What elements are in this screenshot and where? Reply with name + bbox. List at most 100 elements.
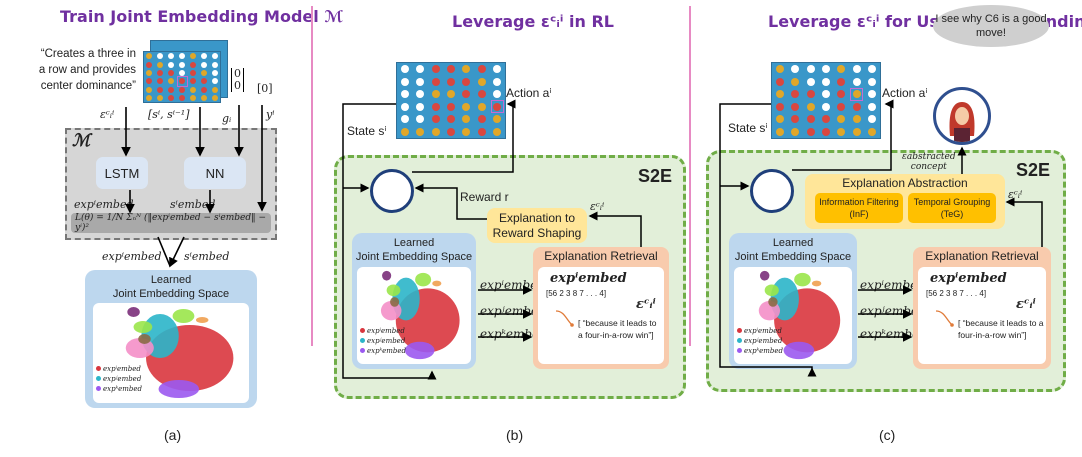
state-label-c: State sⁱ: [728, 121, 768, 135]
cluster: [759, 270, 770, 281]
arrow-merge-left: [157, 236, 171, 267]
board-piece: [868, 115, 877, 124]
board-piece: [868, 102, 877, 111]
cluster: [195, 317, 209, 323]
caption-c: (c): [879, 427, 896, 443]
cluster: [386, 284, 401, 297]
board-piece: [179, 86, 185, 93]
board-piece: [431, 77, 440, 86]
board-piece: [400, 127, 409, 136]
board-piece: [806, 77, 815, 86]
epsilon-label-b: εᶜᵢⁱ: [590, 200, 605, 213]
board-piece: [168, 69, 175, 76]
board-piece: [791, 102, 800, 111]
label-vector: [0]: [257, 82, 273, 95]
board-piece: [852, 115, 861, 124]
robot-agent-icon-c: [750, 169, 794, 213]
nn-block: NN: [184, 157, 246, 189]
board-piece: [211, 61, 218, 68]
user-avatar-icon: [933, 87, 991, 145]
board-piece: [179, 69, 185, 76]
board-piece: [211, 86, 218, 93]
board-piece: [837, 102, 846, 111]
action-highlight: [176, 75, 188, 87]
board-piece: [806, 90, 815, 99]
s2e-label-c: S2E: [1016, 160, 1051, 180]
action-label-c: Action aⁱ: [882, 86, 928, 100]
board-piece: [493, 90, 502, 99]
panel-b-arrows: [342, 99, 642, 380]
board-piece: [806, 115, 815, 124]
board-piece: [189, 53, 196, 60]
state-line-c: [719, 103, 813, 371]
board-piece: [852, 90, 861, 99]
cluster: [158, 380, 200, 398]
board-piece: [837, 127, 846, 136]
board-piece: [447, 65, 455, 74]
retrieval-text: [ “because it leads to a four-in-a-row w…: [958, 318, 1044, 340]
legend-item: expⁱembed: [96, 365, 141, 373]
action-line-b: [412, 99, 516, 173]
input-state-label: [sⁱ, sⁱ⁻¹]: [148, 108, 190, 121]
temporal-grouping-box: Temporal Grouping (TeG): [908, 193, 996, 223]
board-piece: [822, 102, 830, 111]
state-line-b: [342, 103, 437, 380]
s-embed-label: sⁱembed: [170, 198, 216, 211]
retrieval-vector: [56 2 3 8 7 . . . 4]: [546, 289, 607, 298]
board-piece: [146, 53, 153, 60]
board-piece: [431, 102, 440, 111]
board-piece: [852, 127, 861, 136]
board-piece: [462, 102, 471, 111]
legend-item: expʲembed: [360, 337, 405, 345]
explanation-retrieval-c: Explanation Retrieval expⁱembed [56 2 3 …: [913, 247, 1051, 369]
board-piece: [791, 77, 800, 86]
board-piece: [416, 102, 425, 111]
board-piece: [447, 115, 455, 124]
reward-label: Reward r: [460, 190, 509, 204]
panel-a-title: Train Joint Embedding Model ℳ: [60, 7, 344, 26]
board-piece: [852, 102, 861, 111]
cluster: [133, 321, 153, 333]
board-piece: [822, 115, 830, 124]
board-piece: [775, 102, 784, 111]
retrieval-vector: [56 2 3 8 7 . . . 4]: [926, 289, 987, 298]
board-piece: [189, 78, 196, 85]
input-goal-label: gᵢ: [222, 112, 232, 125]
cluster: [811, 280, 822, 287]
panel-a-quote: “Creates a three in a row and provides c…: [38, 48, 136, 92]
board-piece: [462, 77, 471, 86]
board-piece: [462, 65, 471, 74]
board-piece: [852, 65, 861, 74]
board-piece: [493, 102, 502, 111]
epsilon-line-c: [1005, 197, 1043, 247]
board-piece: [477, 115, 486, 124]
board-piece: [791, 65, 800, 74]
board-piece: [400, 90, 409, 99]
epsilon-line-b: [588, 211, 642, 247]
panel-a-arrows: [121, 105, 267, 268]
retrieval-epsilon: εᶜᵢⁱ: [1016, 297, 1036, 312]
board-piece: [868, 90, 877, 99]
board-piece: [400, 77, 409, 86]
board-piece: [791, 115, 800, 124]
reward-line-b: [414, 183, 487, 220]
retrieval-exp: expⁱembed: [930, 271, 1007, 286]
board-piece: [168, 61, 175, 68]
board-piece: [189, 86, 196, 93]
retrieval-curve: [935, 310, 954, 327]
board-piece: [416, 127, 425, 136]
board-piece: [200, 53, 207, 60]
board-piece: [868, 127, 877, 136]
board-piece: [477, 90, 486, 99]
out-exp-label: expⁱembed: [102, 250, 162, 263]
board-piece: [868, 77, 877, 86]
board-piece: [211, 69, 218, 76]
board-piece: [477, 77, 486, 86]
